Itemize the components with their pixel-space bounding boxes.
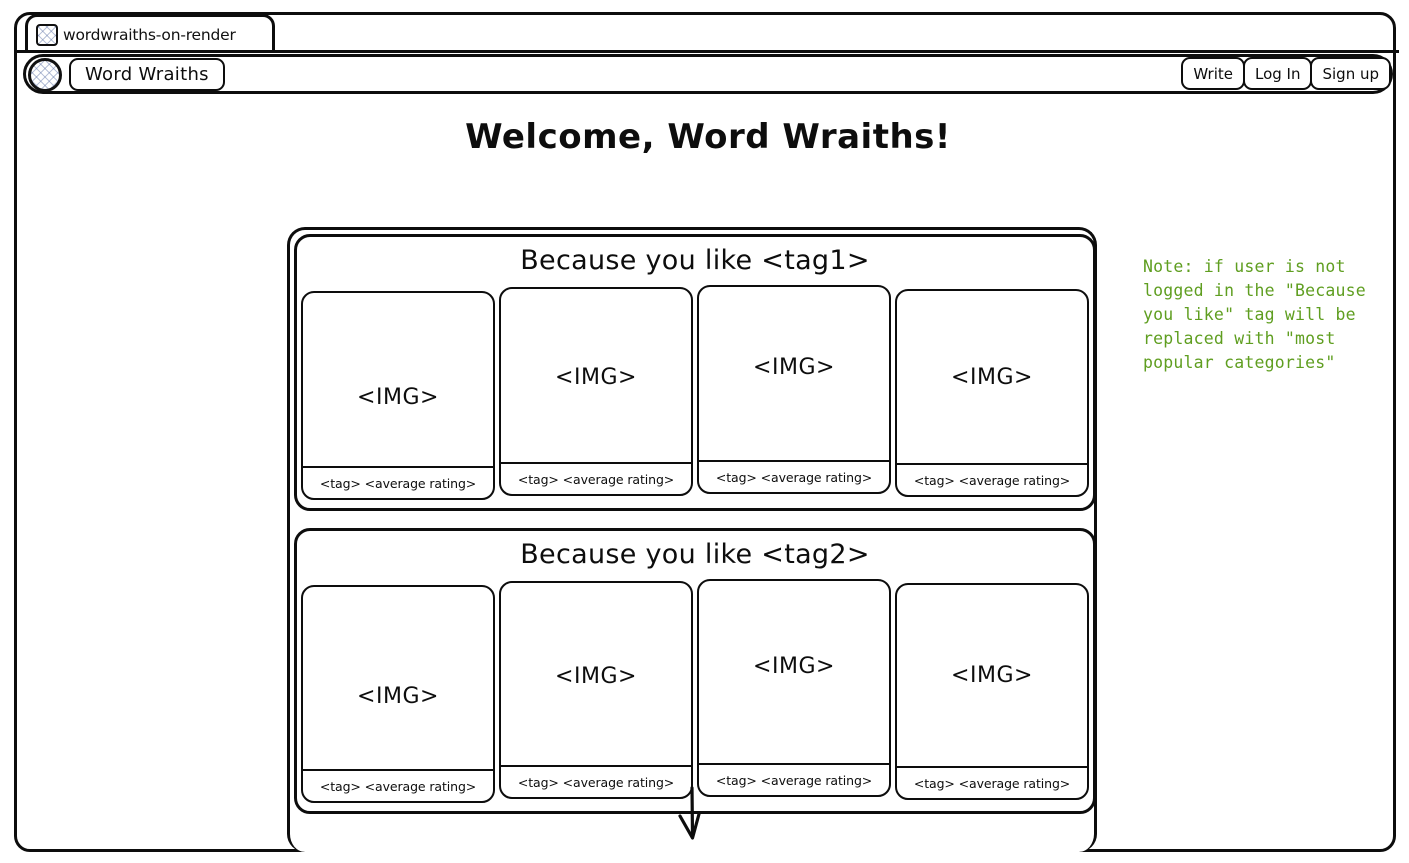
page-viewport: Welcome, Word Wraiths! Note: if user is …	[17, 97, 1399, 852]
card-image-placeholder: <IMG>	[501, 289, 691, 464]
browser-tab-strip: wordwraiths-on-render	[17, 14, 1399, 53]
article-card[interactable]: <IMG> <tag> <average rating>	[499, 287, 693, 496]
card-image-label: <IMG>	[753, 355, 835, 380]
design-note-annotation: Note: if user is not logged in the "Beca…	[1143, 257, 1377, 372]
article-card[interactable]: <IMG> <tag> <average rating>	[895, 289, 1089, 497]
section-title: Because you like <tag1>	[520, 245, 870, 276]
site-logo-icon[interactable]	[28, 58, 62, 92]
app-header-frame	[23, 54, 1393, 94]
card-image-placeholder: <IMG>	[699, 581, 889, 765]
card-image-label: <IMG>	[555, 663, 637, 689]
card-image-label: <IMG>	[951, 663, 1033, 688]
article-card[interactable]: <IMG> <tag> <average rating>	[895, 583, 1089, 800]
app-header-bar: Word Wraiths Write Log In Sign up	[17, 52, 1399, 97]
browser-tab-title: wordwraiths-on-render	[63, 25, 236, 44]
card-meta: <tag> <average rating>	[319, 778, 477, 794]
article-card[interactable]: <IMG> <tag> <average rating>	[499, 581, 693, 799]
sign-up-button-label: Sign up	[1322, 64, 1379, 83]
card-meta: <tag> <average rating>	[913, 472, 1071, 488]
browser-tab[interactable]: wordwraiths-on-render	[25, 14, 275, 52]
recommendation-section: Because you like <tag1> <IMG> <tag> <ave…	[294, 234, 1096, 511]
card-row: <IMG> <tag> <average rating> <IMG> <tag>…	[301, 579, 1089, 803]
card-meta: <tag> <average rating>	[913, 775, 1071, 791]
brand-home-link[interactable]: Word Wraiths	[69, 58, 225, 91]
tab-strip-divider	[17, 50, 1399, 53]
card-image-label: <IMG>	[357, 683, 439, 709]
write-button[interactable]: Write	[1181, 57, 1245, 90]
card-image-placeholder: <IMG>	[897, 291, 1087, 465]
card-image-label: <IMG>	[951, 364, 1033, 390]
browser-window: wordwraiths-on-render Word Wraiths Write…	[14, 12, 1399, 852]
favicon-placeholder-icon	[36, 23, 58, 46]
article-card[interactable]: <IMG> <tag> <average rating>	[697, 579, 891, 797]
article-card[interactable]: <IMG> <tag> <average rating>	[301, 291, 495, 500]
card-image-placeholder: <IMG>	[501, 583, 691, 767]
card-image-label: <IMG>	[357, 385, 439, 410]
log-in-button-label: Log In	[1254, 64, 1301, 83]
article-card[interactable]: <IMG> <tag> <average rating>	[301, 585, 495, 803]
section-title: Because you like <tag2>	[520, 539, 870, 570]
card-image-label: <IMG>	[555, 365, 637, 390]
card-row: <IMG> <tag> <average rating> <IMG> <tag>…	[301, 285, 1089, 500]
nav-actions: Write Log In Sign up	[1181, 57, 1391, 90]
card-image-placeholder: <IMG>	[699, 287, 889, 462]
recommendation-section: Because you like <tag2> <IMG> <tag> <ave…	[294, 528, 1096, 814]
card-image-placeholder: <IMG>	[303, 293, 493, 468]
sign-up-button[interactable]: Sign up	[1310, 57, 1391, 90]
card-meta: <tag> <average rating>	[319, 475, 477, 491]
card-meta: <tag> <average rating>	[517, 774, 675, 790]
recommendations-feed: Because you like <tag1> <IMG> <tag> <ave…	[287, 227, 1097, 852]
card-image-placeholder: <IMG>	[897, 585, 1087, 768]
card-meta: <tag> <average rating>	[517, 471, 675, 487]
card-meta: <tag> <average rating>	[715, 772, 873, 788]
scroll-down-arrow-icon	[678, 786, 701, 840]
page-title: Welcome, Word Wraiths!	[465, 117, 951, 157]
article-card[interactable]: <IMG> <tag> <average rating>	[697, 285, 891, 494]
log-in-button[interactable]: Log In	[1242, 57, 1313, 90]
card-meta: <tag> <average rating>	[715, 469, 873, 485]
card-image-placeholder: <IMG>	[303, 587, 493, 771]
card-image-label: <IMG>	[753, 653, 835, 679]
brand-label: Word Wraiths	[85, 64, 209, 85]
write-button-label: Write	[1193, 64, 1233, 83]
